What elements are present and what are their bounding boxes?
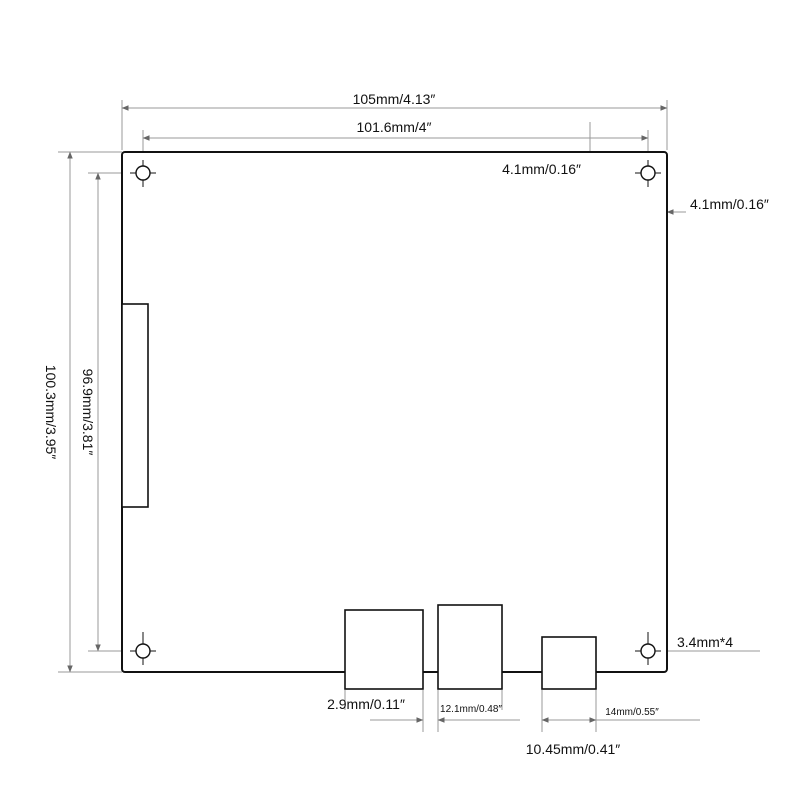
circuit-board-outline <box>121 151 668 673</box>
hole-diameter-label: 3.4mm*4 <box>677 634 733 650</box>
mounting-hole-bottom-left <box>130 632 156 665</box>
port-connector-b <box>437 604 503 690</box>
edge-connector <box>121 303 149 508</box>
port-connector-a <box>344 609 424 690</box>
overall-width-label: 105mm/4.13″ <box>353 91 436 107</box>
port-connector-c <box>541 636 597 690</box>
top-hole-offset-label: 4.1mm/0.16″ <box>502 161 581 177</box>
mounting-hole-bottom-right <box>635 632 661 665</box>
hole-span-width-label: 101.6mm/4″ <box>357 119 432 135</box>
right-hole-offset-label: 4.1mm/0.16″ <box>690 196 769 212</box>
mounting-hole-top-left <box>130 160 156 187</box>
port-b-label: 12.1mm/0.48″ <box>440 704 502 715</box>
hole-span-height-label: 96.9mm/3.81″ <box>80 369 96 456</box>
overall-height-label: 100.3mm/3.95″ <box>43 365 59 459</box>
dimension-lines <box>67 105 760 723</box>
mounting-hole-top-right <box>635 160 661 187</box>
port-c-label: 14mm/0.55″ <box>605 707 659 718</box>
port-a-label: 2.9mm/0.11″ <box>327 696 405 712</box>
port-d-label: 10.45mm/0.41″ <box>526 741 620 757</box>
